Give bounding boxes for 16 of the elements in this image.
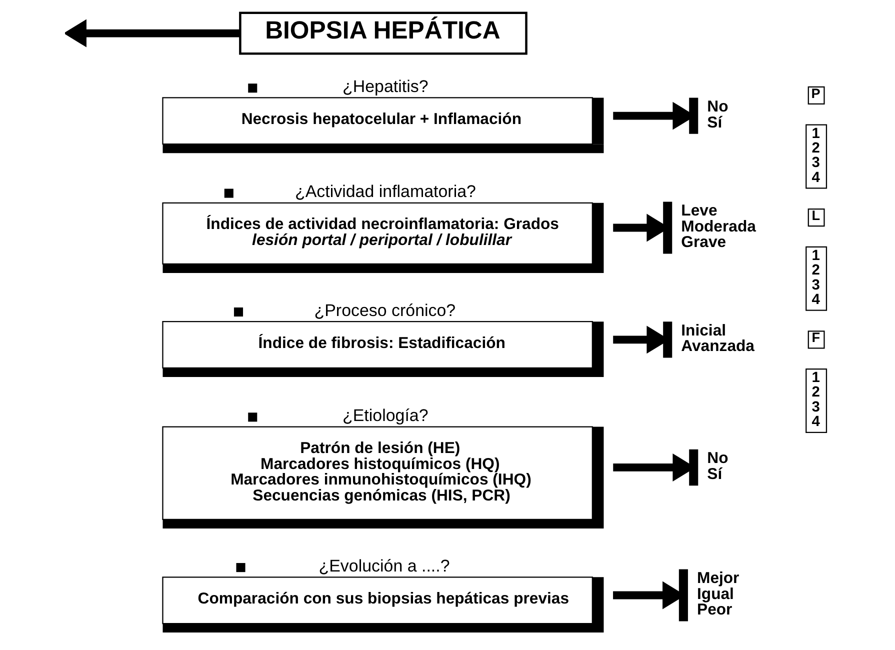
node-label: Grave: [680, 234, 726, 252]
node-label: ¿Evolución a ....?: [318, 556, 450, 576]
node-label: Moderada: [680, 218, 756, 236]
node-label: ¿Proceso crónico?: [314, 300, 456, 320]
node-label: No: [706, 98, 728, 116]
node-label: Avanzada: [680, 338, 754, 356]
node-label: Leve: [680, 202, 717, 220]
node-label: Mejor: [696, 570, 739, 588]
node-label: Sí: [706, 114, 722, 132]
node-label: ¿Hepatitis?: [342, 77, 428, 96]
node-label: No: [706, 450, 728, 468]
node-label: Inicial: [680, 322, 726, 340]
node-label: Sí: [706, 466, 722, 484]
node-label: ¿Etiología?: [342, 406, 428, 426]
node-label: ¿Actividad inflamatoria?: [294, 182, 476, 202]
node-label: Igual: [696, 586, 734, 603]
